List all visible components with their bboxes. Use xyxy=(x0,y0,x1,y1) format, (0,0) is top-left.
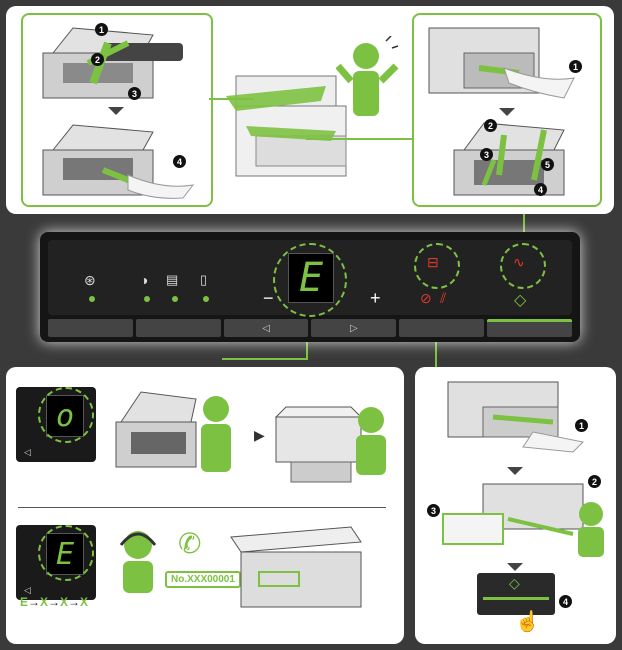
reset-icon[interactable]: ⫽ xyxy=(440,290,447,306)
step-3-marker: 3 xyxy=(128,87,141,100)
start-icon[interactable]: ◇ xyxy=(514,292,527,309)
top-panel: 1 2 3 4 1 xyxy=(6,6,614,214)
rear-jam-box: 1 2 3 4 5 xyxy=(412,13,602,207)
connector-down-right xyxy=(435,330,437,370)
bottom-right-panel: 1 2 3 ◇ ☝ 4 xyxy=(415,367,616,644)
mini-panel-top: o ◁ xyxy=(16,387,96,462)
left-button[interactable]: ◁ xyxy=(223,319,309,337)
sequence-item-4: X xyxy=(80,595,89,609)
printer-paper-path-illustration xyxy=(226,75,347,177)
step-3-marker: 3 xyxy=(427,504,440,517)
step-2-marker: 2 xyxy=(91,53,104,66)
error-highlight xyxy=(500,243,546,289)
contrast-icon[interactable]: ◑ xyxy=(140,272,149,288)
down-arrow-icon xyxy=(507,563,523,571)
right-button[interactable]: ▷ xyxy=(311,319,397,337)
down-arrow-icon xyxy=(499,108,515,116)
phone-icon: ✆ xyxy=(178,528,202,559)
connector-up-right xyxy=(523,214,525,240)
step-2-marker: 2 xyxy=(588,475,601,488)
next-arrow-icon: ▶ xyxy=(254,427,265,443)
plus-label: + xyxy=(370,288,381,308)
button-row: ◁ ▷ xyxy=(48,319,572,337)
sequence-item-1: E xyxy=(20,595,29,609)
paper-jam-icon[interactable]: ⊟ xyxy=(427,254,439,270)
printer-rear-illustration xyxy=(230,526,362,608)
surprised-person-illustration xyxy=(336,36,399,116)
start-bar xyxy=(483,597,549,600)
connector-horizontal xyxy=(222,358,308,360)
person-closing-cover-illustration xyxy=(356,407,386,475)
printer-open-cover-illustration xyxy=(115,391,197,468)
sequence-item-3: X xyxy=(60,595,69,609)
wireless-icon[interactable]: ⊛ xyxy=(84,272,96,288)
serial-number-label: No.XXX00001 xyxy=(165,571,241,588)
step-5-marker: 5 xyxy=(541,158,554,171)
start-button[interactable] xyxy=(487,319,572,337)
step-1-marker: 1 xyxy=(95,23,108,36)
stop-button[interactable] xyxy=(399,319,485,337)
paper-led xyxy=(203,296,209,302)
function-button-1[interactable] xyxy=(48,319,133,337)
printer-front-tray-illustration xyxy=(428,27,575,99)
mini-display-bottom-highlight xyxy=(38,525,94,581)
finger-press-icon: ☝ xyxy=(515,611,540,633)
minus-label: − xyxy=(263,288,274,308)
sequence-item-2: X xyxy=(40,595,49,609)
divider xyxy=(18,507,386,508)
connector-right xyxy=(306,138,416,140)
support-person-headset-illustration xyxy=(119,531,157,593)
connector-left xyxy=(209,98,254,100)
error-icon: ∿ xyxy=(513,254,525,270)
wireless-led xyxy=(89,296,95,302)
error-code-sequence: E→X→X→X xyxy=(20,595,89,609)
printer-close-cover-illustration xyxy=(274,406,363,483)
stop-icon[interactable]: ⊘ xyxy=(420,290,432,306)
step-1-marker: 1 xyxy=(575,419,588,432)
step-1-marker: 1 xyxy=(569,60,582,73)
id-copy-icon[interactable]: ▤ xyxy=(166,272,179,287)
start-icon: ◇ xyxy=(509,575,520,591)
step-4-marker: 4 xyxy=(559,595,572,608)
mini-panel-bottom: E ◁ xyxy=(16,525,96,600)
printer-open-rear-illustration xyxy=(453,122,565,196)
step-3-marker: 3 xyxy=(480,148,493,161)
step-2-marker: 2 xyxy=(484,119,497,132)
control-panel: ⊛ ◑ ▤ ▯ − E + ⊟ ⊘ ⫽ ∿ ◇ ◁ ▷ xyxy=(40,232,580,342)
contrast-led xyxy=(144,296,150,302)
step-4-marker: 4 xyxy=(173,155,186,168)
down-arrow-icon xyxy=(507,467,523,475)
down-arrow-icon xyxy=(108,107,124,115)
connector-down-left xyxy=(306,330,308,360)
start-button-closeup[interactable]: ◇ xyxy=(477,573,555,615)
function-button-2[interactable] xyxy=(135,319,221,337)
mini-left-arrow: ◁ xyxy=(24,447,31,457)
control-panel-face: ⊛ ◑ ▤ ▯ − E + ⊟ ⊘ ⫽ ∿ ◇ xyxy=(48,240,572,317)
id-copy-led xyxy=(172,296,178,302)
mini-left-arrow-bottom: ◁ xyxy=(24,585,31,595)
printer-open-illustration xyxy=(42,27,183,99)
paper-icon[interactable]: ▯ xyxy=(200,272,208,287)
paper-jam-highlight xyxy=(414,243,460,289)
display-highlight xyxy=(273,243,347,317)
worried-person-illustration xyxy=(201,396,231,472)
printer-tray-illustration xyxy=(447,381,585,453)
step-4-marker: 4 xyxy=(534,183,547,196)
open-cover-box: 1 2 3 4 xyxy=(21,13,213,207)
bottom-left-panel: o ◁ ▶ E ◁ ✆ No.XXX00001 E→X→X→X xyxy=(6,367,404,644)
mini-display-highlight xyxy=(38,387,94,443)
printer-remove-paper-illustration xyxy=(42,124,195,199)
printer-reinsert-paper-illustration xyxy=(442,483,604,557)
